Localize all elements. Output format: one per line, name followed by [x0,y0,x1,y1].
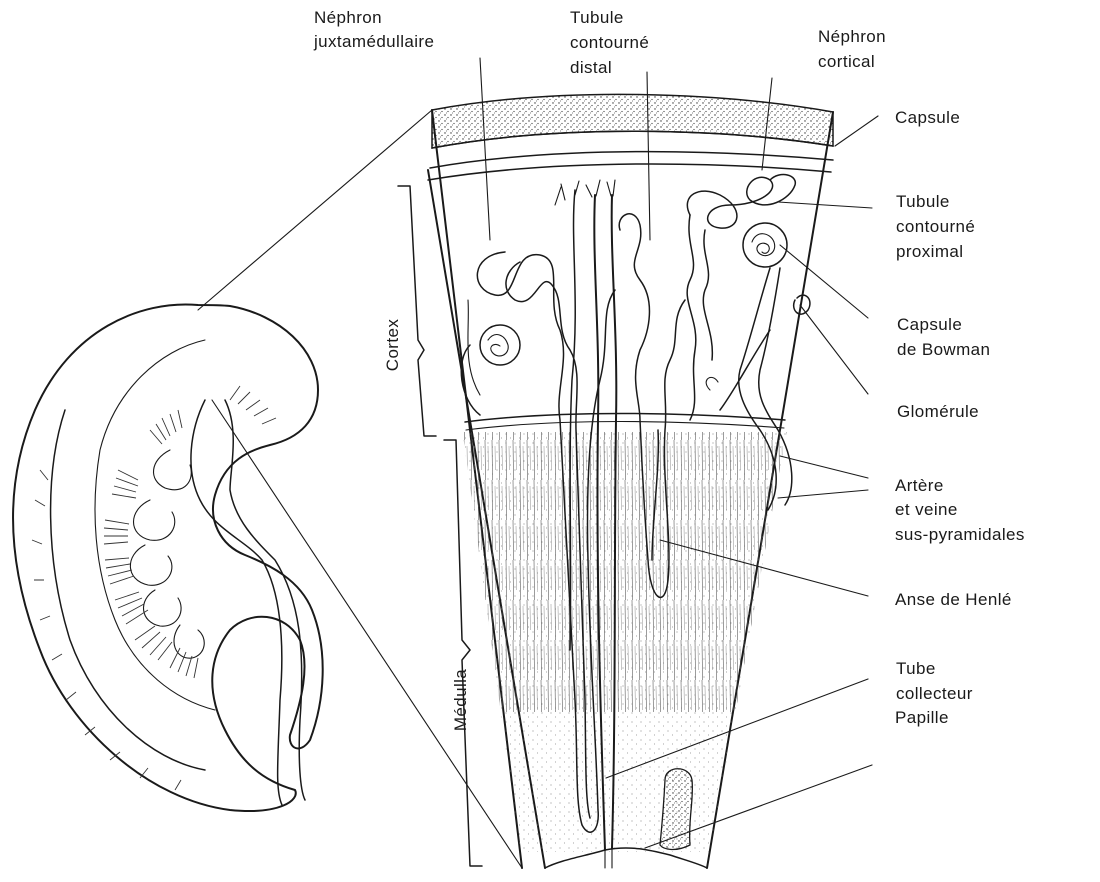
label-line: Tubule [570,8,624,27]
label-tubule-distal: Tubule contourné distal [570,8,649,77]
label-line: Capsule [897,315,962,334]
label-capsule: Capsule [895,108,960,127]
label-line: de Bowman [897,340,990,359]
label-line: collecteur [896,684,973,703]
label-line: Néphron [314,8,382,27]
label-capsule-bowman: Capsule de Bowman [897,315,990,359]
label-anse-henle: Anse de Henlé [895,590,1012,609]
region-brackets [398,186,482,866]
label-glomerule: Glomérule [897,402,979,421]
label-tubule-proximal: Tubule contourné proximal [896,192,975,261]
cortex-label: Cortex [383,319,402,372]
label-papille: Papille [895,708,949,727]
label-line: contourné [570,33,649,52]
label-line: sus-pyramidales [895,525,1025,544]
label-line: proximal [896,242,963,261]
label-nephron-juxta: Néphron juxtamédullaire [313,8,434,51]
label-nephron-cortical: Néphron cortical [818,27,886,71]
papilla-shape [660,769,692,850]
label-line: Néphron [818,27,886,46]
label-line: Artère [895,476,944,495]
medulla-label: Médulla [451,669,470,731]
label-artere-veine: Artère et veine sus-pyramidales [895,476,1025,544]
label-line: cortical [818,52,875,71]
label-line: et veine [895,500,958,519]
label-line: Tubule [896,192,950,211]
label-line: Tube [896,659,936,678]
label-line: distal [570,58,612,77]
label-line: contourné [896,217,975,236]
label-tube-collecteur: Tube collecteur [896,659,973,703]
label-line: juxtamédullaire [313,32,434,51]
